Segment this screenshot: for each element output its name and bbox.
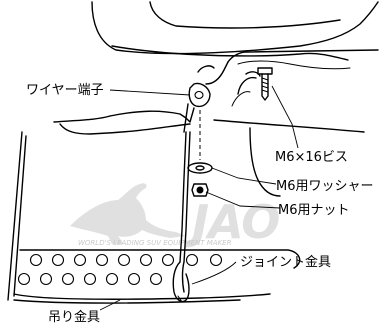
nut-part [191, 183, 209, 197]
wire-terminal-part [183, 82, 211, 133]
label-nut: M6用ナット [278, 203, 350, 218]
wire [179, 131, 191, 263]
label-screw: M6×16ビス [275, 150, 348, 165]
label-wire-terminal: ワイヤー端子 [26, 83, 104, 98]
joint-bracket-part [172, 261, 190, 303]
vehicle-body [7, 1, 379, 301]
washer-part [187, 162, 213, 174]
label-joint-bracket: ジョイント金具 [240, 254, 331, 270]
bracket-holes-row-1 [29, 253, 223, 267]
kangaroo-icon [70, 183, 186, 244]
label-hanging-bracket: 吊り金具 [48, 309, 100, 324]
label-washer: M6用ワッシャー [276, 179, 374, 194]
watermark-brand: JAO [184, 195, 279, 249]
hanging-bracket-part [13, 249, 301, 304]
bracket-holes-row-2 [17, 272, 163, 286]
leader-lines [99, 85, 299, 311]
watermark-tagline: WORLD'S LEADING SUV EQUIPMENT MAKER [78, 239, 232, 247]
screw-part [257, 67, 273, 101]
watermark-logo: JAO WORLD'S LEADING SUV EQUIPMENT MAKER [70, 183, 280, 249]
